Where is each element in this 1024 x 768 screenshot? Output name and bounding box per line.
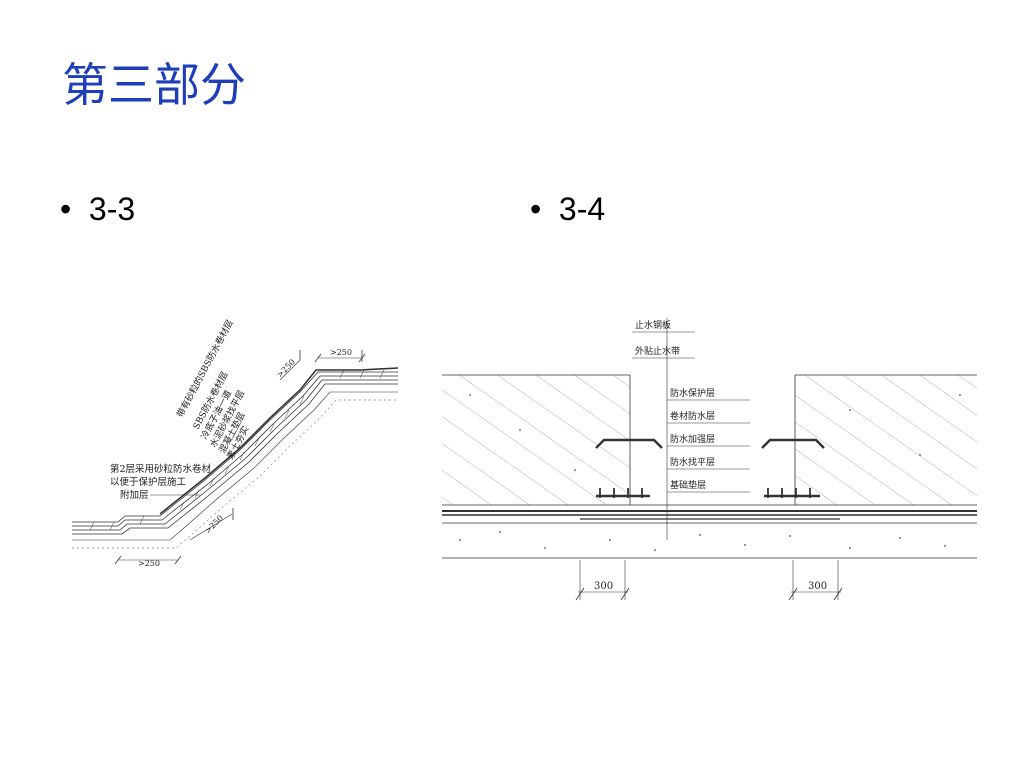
drawing-3-4-labels: 止水钢板 外贴止水带 防水保护层 卷材防水层 防水加强层 防水找平层 基础垫层 … — [594, 319, 827, 592]
layer-label: 卷材防水层 — [670, 410, 715, 422]
drawing-3-4 — [442, 318, 977, 601]
page-title: 第三部分 — [62, 58, 246, 112]
bullet-3-3: • 3-3 — [60, 193, 135, 225]
note-line: 第2层采用砂粒防水卷材 — [110, 463, 212, 475]
note-line: 以便于保护层施工 — [110, 476, 187, 488]
dim-label: >250 — [330, 348, 352, 357]
dim-label: 300 — [808, 581, 827, 592]
bullet-3-4: • 3-4 — [530, 193, 605, 225]
dim-label: 300 — [594, 581, 613, 592]
layer-label: 防水保护层 — [670, 387, 715, 399]
dim-label: >250 — [275, 358, 297, 380]
drawing-3-3-labels: 带有砂粒的SBS防水卷材层 SBS防水卷材层 冷底子油一道 水泥砂浆找平层 混凝… — [110, 318, 352, 568]
layer-label: 防水找平层 — [670, 456, 715, 468]
dim-label: >250 — [138, 559, 160, 568]
bullet-label: 3-3 — [88, 191, 136, 227]
layer-label: 防水加强层 — [670, 433, 715, 445]
layer-label: 基础垫层 — [670, 479, 706, 491]
bullet-marker: • — [60, 191, 72, 227]
top-label: 外贴止水带 — [635, 345, 680, 357]
bullet-marker: • — [530, 191, 542, 227]
note-line: 附加层 — [120, 489, 149, 501]
drawing-3-3 — [72, 350, 399, 565]
dim-label: >250 — [203, 514, 225, 536]
bullet-label: 3-4 — [558, 191, 606, 227]
top-label: 止水钢板 — [635, 319, 671, 331]
